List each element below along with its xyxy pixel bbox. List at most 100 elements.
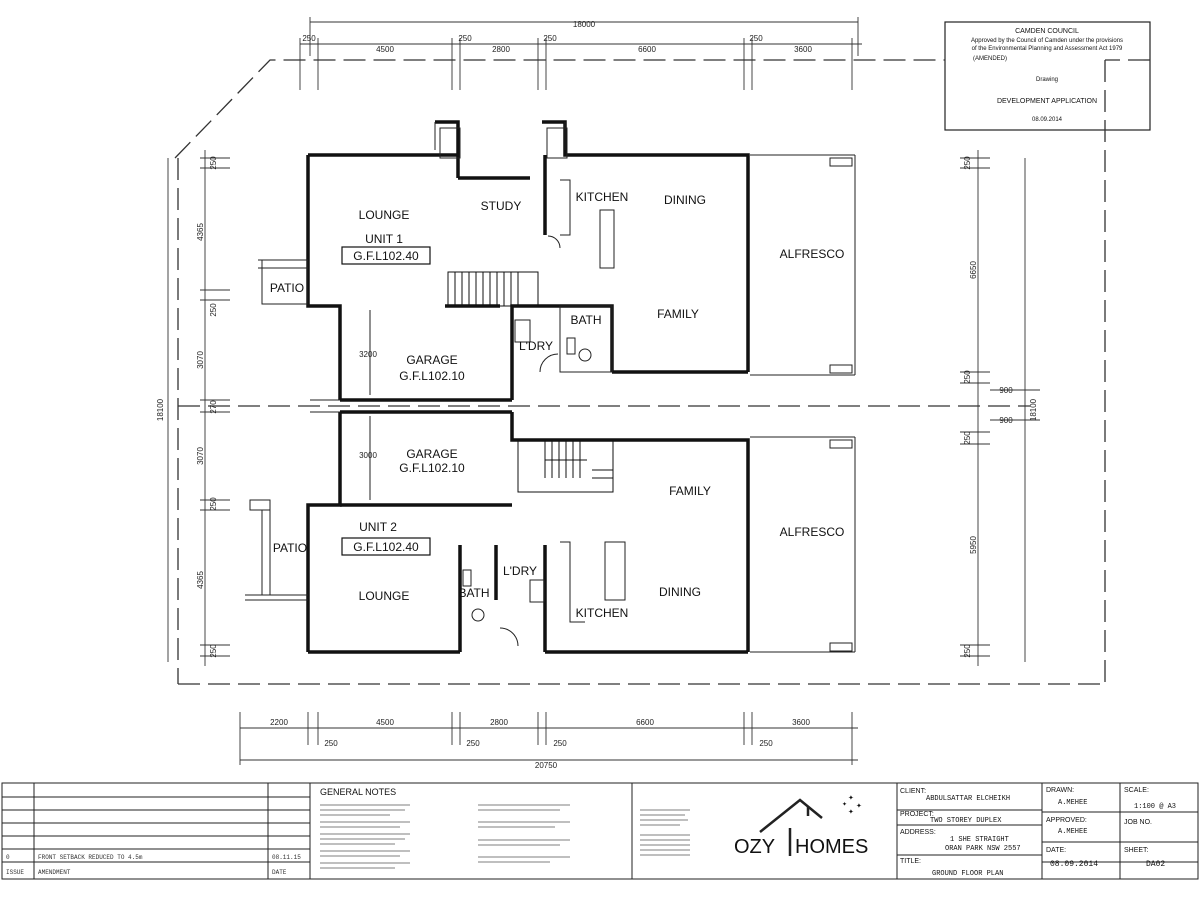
u2-unit-label: UNIT 2: [359, 520, 397, 534]
logo-homes: HOMES: [795, 836, 868, 858]
left-seg-7: 250: [209, 497, 218, 511]
right-small-4: 250: [963, 644, 972, 658]
rev-row-2-date: DATE: [272, 869, 287, 876]
top-seg-4: 2800: [492, 45, 510, 54]
bottom-seg-2: 4500: [376, 718, 394, 727]
stamp-line2: Approved by the Council of Camden under …: [971, 38, 1123, 44]
top-total-dim: 18000: [573, 20, 596, 29]
title-label: TITLE:: [900, 858, 921, 865]
stamp-line1: CAMDEN COUNCIL: [1015, 28, 1079, 35]
bottom-dimensions: [239, 712, 858, 765]
approved-value: A.MEHEE: [1058, 828, 1087, 836]
left-seg-6: 3070: [196, 447, 205, 465]
bottom-seg-5: 3600: [792, 718, 810, 727]
bottom-small-4: 250: [759, 739, 773, 748]
client-label: CLIENT:: [900, 788, 926, 795]
scale-value: 1:100 @ A3: [1134, 803, 1176, 811]
top-dimensions: [299, 17, 862, 90]
left-seg-5: 270: [209, 400, 218, 414]
client-value: ABDULSATTAR ELCHEIKH: [926, 795, 1010, 803]
stamp-line3: of the Environmental Planning and Assess…: [972, 46, 1123, 52]
left-seg-2: 4365: [196, 223, 205, 241]
garage-width-1: 3200: [359, 350, 377, 359]
left-seg-1: 250: [209, 156, 218, 170]
address-label: ADDRESS:: [900, 829, 936, 836]
site-boundary: [174, 59, 1150, 685]
u1-study-label: STUDY: [481, 199, 522, 213]
bottom-seg-3: 2800: [490, 718, 508, 727]
u2-garage-level: G.F.L102.10: [399, 461, 465, 475]
bottom-total-dim: 20750: [535, 761, 558, 770]
logo-star-1: ✦: [848, 794, 854, 802]
project-label: PROJECT:: [900, 811, 934, 818]
logo-ozy: OZY: [734, 836, 775, 858]
top-seg-2: 4500: [376, 45, 394, 54]
bottom-seg-1: 2200: [270, 718, 288, 727]
sheet-value: DA02: [1146, 860, 1165, 869]
u1-level-box: [341, 246, 431, 265]
general-notes-body: [320, 804, 690, 869]
approval-stamp: CAMDEN COUNCIL Approved by the Council o…: [944, 21, 1151, 131]
u2-kitchen-label: KITCHEN: [576, 606, 629, 620]
scale-label: SCALE:: [1124, 787, 1149, 794]
stamp-line6: DEVELOPMENT APPLICATION: [997, 98, 1097, 105]
inner-lines: [245, 122, 856, 653]
u2-dining-label: DINING: [659, 585, 701, 599]
left-seg-8: 4365: [196, 571, 205, 589]
left-seg-9: 250: [209, 644, 218, 658]
rev-row-1-date: 08.11.15: [272, 854, 301, 861]
logo-star-4: ✦: [842, 801, 847, 808]
title-block-frame: [1, 782, 1199, 880]
u1-garage-label: GARAGE: [406, 353, 457, 367]
u2-level-box: [341, 537, 431, 556]
right-total-dim: 18100: [1029, 398, 1038, 421]
left-seg-3: 250: [209, 303, 218, 317]
right-dimensions: [960, 150, 1040, 666]
u2-bath-label: BATH: [458, 586, 489, 600]
u2-garage-label: GARAGE: [406, 447, 457, 461]
left-dimensions: [167, 150, 230, 666]
drawn-label: DRAWN:: [1046, 787, 1074, 794]
drawn-value: A.MEHEE: [1058, 799, 1087, 807]
u1-garage-level: G.F.L102.10: [399, 369, 465, 383]
top-seg-7: 250: [749, 34, 763, 43]
top-seg-6: 6600: [638, 45, 656, 54]
bottom-small-2: 250: [466, 739, 480, 748]
rev-row-2-no: ISSUE: [6, 869, 24, 876]
left-seg-4: 3070: [196, 351, 205, 369]
bottom-small-3: 250: [553, 739, 567, 748]
u2-level-label: G.F.L102.40: [353, 540, 419, 554]
u1-family-label: FAMILY: [657, 307, 699, 321]
rev-row-1-desc: FRONT SETBACK REDUCED TO 4.5m: [38, 854, 143, 861]
bottom-seg-4: 6600: [636, 718, 654, 727]
general-notes-title: GENERAL NOTES: [320, 787, 396, 797]
u1-ldry-label: L'DRY: [519, 339, 553, 353]
u2-lounge-label: LOUNGE: [359, 589, 410, 603]
right-lower-dim: 5950: [969, 536, 978, 554]
right-upper-dim: 6650: [969, 261, 978, 279]
right-small-2: 250: [963, 370, 972, 384]
u1-lounge-label: LOUNGE: [359, 208, 410, 222]
u1-patio-label: PATIO: [270, 281, 304, 295]
stamp-line5: Drawing: [1036, 77, 1058, 83]
right-900-b: 900: [999, 416, 1013, 425]
garage-width-2: 3000: [359, 451, 377, 460]
date-value: 08.09.2014: [1050, 860, 1098, 869]
u1-level-label: G.F.L102.40: [353, 249, 419, 263]
rev-row-2-desc: AMENDMENT: [38, 869, 71, 876]
u2-family-label: FAMILY: [669, 484, 711, 498]
u2-ldry-label: L'DRY: [503, 564, 537, 578]
bottom-small-1: 250: [324, 739, 338, 748]
right-small-3: 250: [963, 431, 972, 445]
project-value: TWO STOREY DUPLEX: [930, 817, 1002, 825]
stamp-line7: 08.09.2014: [1032, 117, 1063, 123]
date-label: DATE:: [1046, 847, 1066, 854]
u1-dining-label: DINING: [664, 193, 706, 207]
u2-patio-label: PATIO: [273, 541, 307, 555]
company-logo: OZY HOMES ✦ ✦ ✦ ✦: [734, 794, 868, 858]
u1-bath-label: BATH: [570, 313, 601, 327]
logo-star-3: ✦: [848, 808, 854, 816]
address-line2: ORAN PARK NSW 2557: [945, 845, 1021, 853]
u1-alfresco-label: ALFRESCO: [780, 247, 845, 261]
